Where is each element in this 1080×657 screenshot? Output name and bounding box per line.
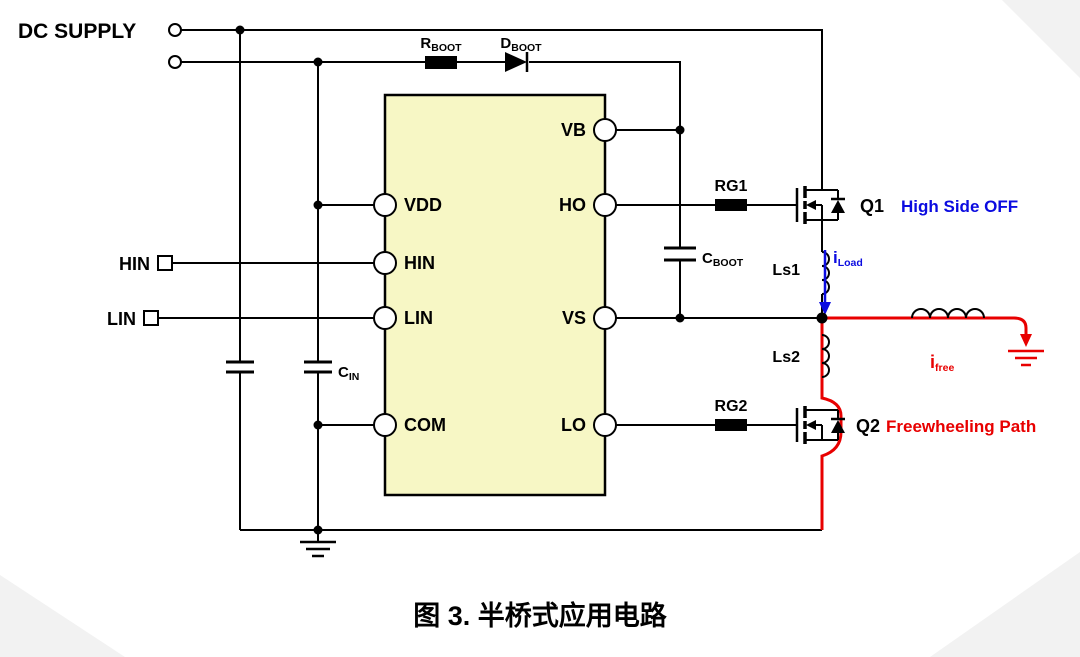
ic-pins (373, 118, 617, 437)
q2-mosfet (795, 406, 845, 444)
pin-vs (593, 306, 617, 330)
lin-label: LIN (107, 309, 136, 329)
iload-arrow (819, 250, 831, 315)
cboot-capacitor (664, 246, 696, 262)
ifree-label: ifree (930, 352, 954, 374)
rg2-label: RG2 (715, 398, 748, 415)
q1-body-diode-leads (822, 189, 839, 221)
freewheel-q2-path (820, 318, 843, 530)
pin-vb (593, 118, 617, 142)
pin-lo (593, 413, 617, 437)
ls2-label: Ls2 (772, 349, 800, 366)
pin-vdd (373, 193, 397, 217)
freewheel-load-path (822, 316, 1028, 336)
dboot-label: DBOOT (500, 35, 542, 54)
hin-input-terminal (157, 255, 173, 271)
pin-hin (373, 251, 397, 275)
watermark-shape (0, 575, 125, 657)
q2-label: Q2 (856, 416, 880, 436)
pin-label-vs: VS (562, 308, 586, 328)
freewheeling-path (820, 316, 1044, 530)
q2-arrow (806, 420, 816, 430)
pin-label-vb: VB (561, 120, 586, 140)
pin-label-com: COM (404, 415, 446, 435)
junction-dot (313, 57, 323, 67)
lin-input-terminal (143, 310, 159, 326)
hin-label: HIN (119, 254, 150, 274)
load-ground-symbol-red (1008, 349, 1044, 367)
rboot-resistor (425, 56, 457, 69)
dc-supply-terminal-plus (168, 23, 182, 37)
pin-label-lo: LO (561, 415, 586, 435)
pin-label-hin: HIN (404, 253, 435, 273)
cin-label: CIN (338, 364, 359, 383)
q2-body-tie (816, 424, 823, 440)
dboot-diode (505, 52, 529, 72)
junction-dot (313, 200, 323, 210)
rg2-resistor (715, 419, 747, 431)
pin-label-lin: LIN (404, 308, 433, 328)
junction-dot (313, 525, 323, 535)
bootstrap-wire (529, 61, 681, 248)
q1-label: Q1 (860, 196, 884, 216)
q1-state-label: High Side OFF (901, 197, 1018, 216)
q1-arrow (806, 200, 816, 210)
top-rail-wire (181, 29, 823, 190)
q2-body-diode-leads (822, 409, 839, 441)
input-cap1 (226, 360, 254, 374)
dc-supply-terminal-minus (168, 55, 182, 69)
q1-mosfet (795, 186, 845, 224)
dc-supply-label: DC SUPPLY (18, 20, 136, 43)
cboot-label: CBOOT (702, 250, 744, 269)
freewheel-arrowhead (1020, 334, 1032, 347)
ls2-inductor (821, 334, 830, 378)
q1-body-tie (816, 204, 823, 220)
pin-lin (373, 306, 397, 330)
wires (158, 29, 823, 531)
q1-body-diode-triangle (831, 200, 845, 213)
pin-com (373, 413, 397, 437)
watermark-shape (930, 552, 1080, 657)
junction-dot (313, 420, 323, 430)
pin-label-vdd: VDD (404, 195, 442, 215)
junction-dot (675, 125, 685, 135)
ls1-label: Ls1 (772, 262, 800, 279)
ls1-inductor (821, 251, 830, 295)
gate-driver-ic-body (383, 93, 607, 497)
iload-arrowhead (819, 302, 831, 315)
load-inductor (911, 308, 985, 319)
junction-dot (675, 313, 685, 323)
vs-node-dot (816, 312, 828, 324)
rboot-label: RBOOT (420, 35, 462, 54)
junction-dot (235, 25, 245, 35)
rg1-resistor (715, 199, 747, 211)
watermark-shape (1002, 0, 1080, 78)
pin-label-ho: HO (559, 195, 586, 215)
pin-ho (593, 193, 617, 217)
q2-state-label: Freewheeling Path (886, 417, 1036, 436)
diode-triangle (505, 52, 527, 72)
figure-caption: 图 3. 半桥式应用电路 (413, 600, 668, 631)
iload-label: iLoad (833, 248, 863, 269)
rg1-label: RG1 (715, 178, 748, 195)
junction-dots (235, 25, 828, 535)
cin-capacitor (304, 360, 332, 374)
q2-body-diode-triangle (831, 420, 845, 433)
